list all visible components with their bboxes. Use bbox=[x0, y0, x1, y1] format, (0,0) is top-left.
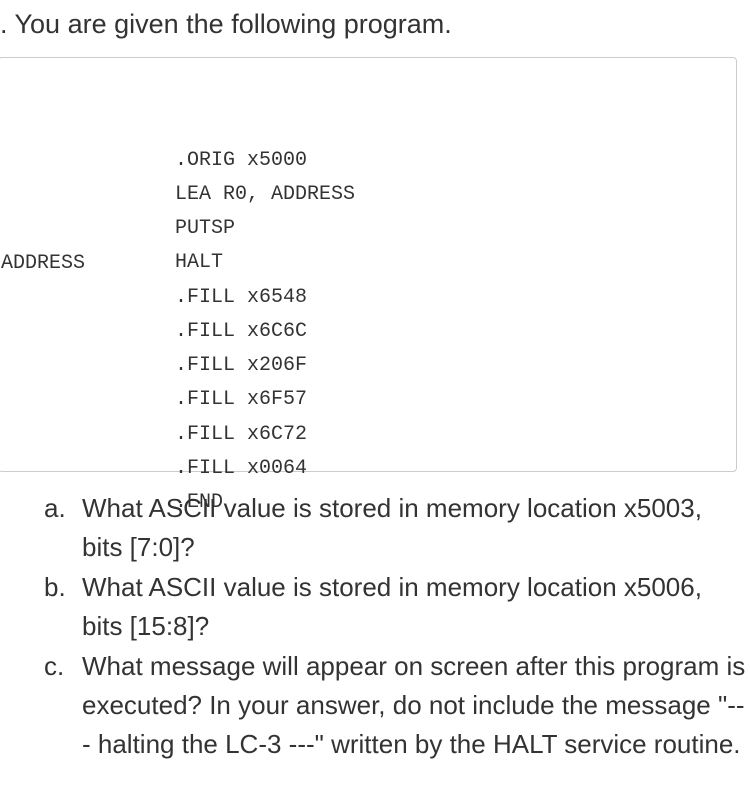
code-line: .FILL x6C72 bbox=[0, 350, 307, 446]
code-instruction: .FILL x6548 bbox=[175, 286, 308, 309]
question-item: c. What message will appear on screen af… bbox=[0, 647, 750, 765]
code-line: .FILL x0064 bbox=[0, 384, 307, 480]
code-instruction: PUTSP bbox=[175, 217, 236, 240]
code-line: .FILL x6C6C bbox=[0, 247, 307, 343]
code-line: .FILL x206F bbox=[0, 281, 307, 377]
code-instruction: .FILL x0064 bbox=[175, 457, 308, 480]
problem-intro: . You are given the following program. bbox=[0, 9, 452, 39]
code-label: ADDRESS bbox=[1, 252, 86, 275]
question-item: b. What ASCII value is stored in memory … bbox=[0, 568, 750, 647]
question-text: What ASCII value is stored in memory loc… bbox=[82, 571, 702, 642]
question-letter: a. bbox=[44, 493, 66, 523]
question-letter: b. bbox=[44, 571, 66, 602]
code-line: .ORIG x5000 bbox=[0, 76, 307, 172]
code-line: HALT bbox=[0, 178, 223, 274]
code-instruction: .FILL x6F57 bbox=[175, 388, 308, 411]
code-instruction: .FILL x6C6C bbox=[175, 320, 308, 343]
code-line: .FILL x6F57 bbox=[0, 315, 307, 411]
code-line: .END bbox=[0, 418, 223, 514]
code-line: ADDRESS .FILL x6548 bbox=[0, 213, 307, 309]
code-line: LEA R0, ADDRESS bbox=[0, 110, 355, 206]
code-instruction: HALT bbox=[175, 251, 224, 274]
code-line: PUTSP bbox=[0, 144, 235, 240]
code-instruction: .FILL x6C72 bbox=[175, 423, 308, 446]
code-instruction: .END bbox=[175, 491, 224, 514]
code-instruction: LEA R0, ADDRESS bbox=[175, 183, 356, 206]
question-item: a. What ASCII value is stored in memory … bbox=[0, 489, 750, 568]
question-text: What message will appear on screen after… bbox=[82, 650, 746, 760]
code-instruction: .ORIG x5000 bbox=[175, 149, 308, 172]
question-text: What ASCII value is stored in memory loc… bbox=[82, 493, 702, 563]
code-block: .ORIG x5000 LEA R0, ADDRESS PUTSP HALT A… bbox=[0, 57, 737, 514]
question-list: a. What ASCII value is stored in memory … bbox=[0, 489, 750, 765]
question-letter: c. bbox=[44, 650, 65, 681]
code-instruction: .FILL x206F bbox=[175, 354, 308, 377]
